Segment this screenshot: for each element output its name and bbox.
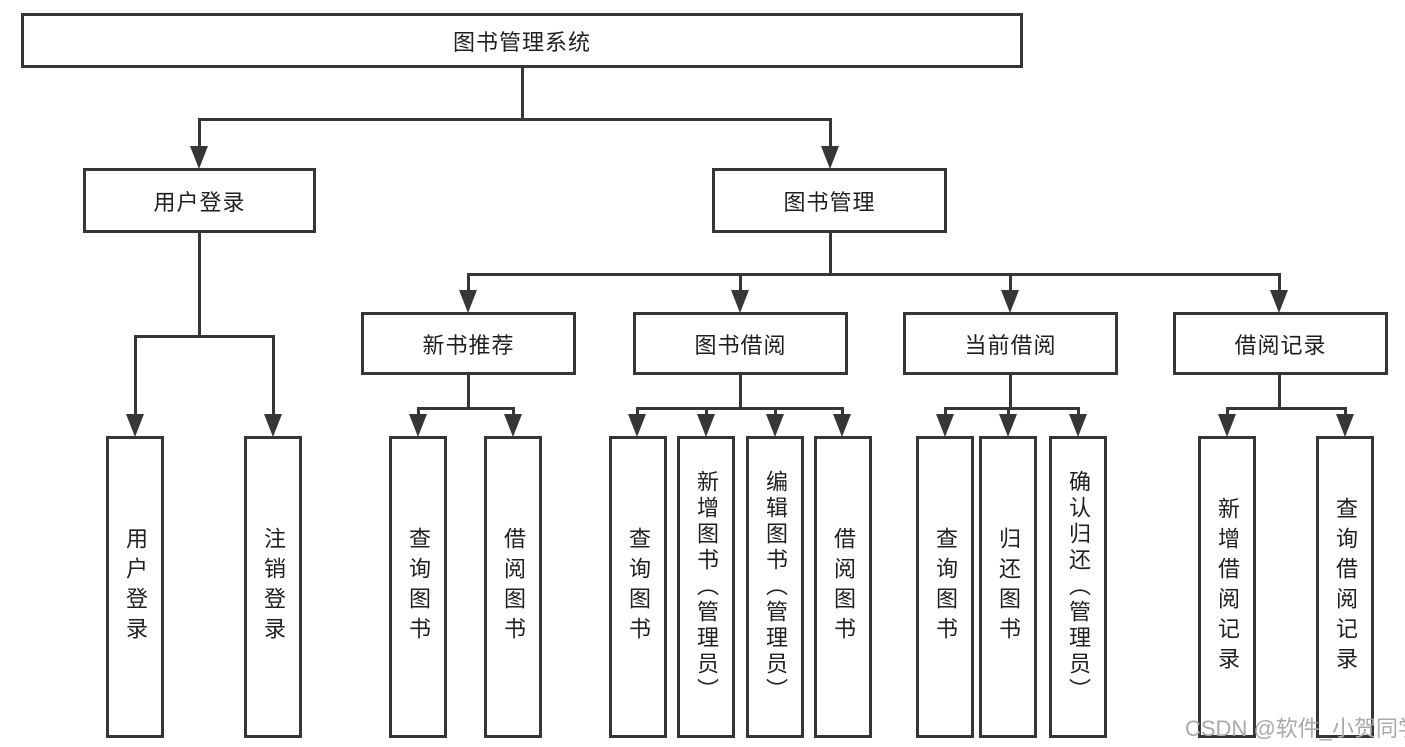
connector-book-mgmt-stem <box>829 118 832 150</box>
node-root: 图书管理系统 <box>21 13 1023 68</box>
connector-br-stem <box>1278 273 1281 292</box>
connector-br-stub <box>1278 375 1281 407</box>
arrow-current-borrow <box>1001 290 1019 313</box>
node-cb-confirm-return: 确认归还（管理员） <box>1049 436 1107 738</box>
connector-nbr-borrow-stem <box>512 407 515 416</box>
node-current-borrow-label: 当前借阅 <box>964 332 1057 358</box>
connector-bb-bus <box>636 407 844 410</box>
node-leaf-logout: 注销登录 <box>244 436 302 738</box>
arrow-cb-confirm <box>1069 414 1087 437</box>
arrow-bb-query <box>628 414 646 437</box>
connector-cb-return-stem <box>1007 407 1010 416</box>
connector-br-query-stem <box>1344 407 1347 416</box>
arrow-new-book-recommend <box>459 290 477 313</box>
arrow-br-query <box>1336 414 1354 437</box>
arrow-nbr-query <box>409 414 427 437</box>
connector-leaf-login-stem <box>134 335 137 416</box>
node-cb-query-books: 查询图书 <box>916 436 974 738</box>
arrow-bb-add <box>697 414 715 437</box>
arrow-user-login <box>190 146 208 169</box>
arrow-nbr-borrow <box>504 414 522 437</box>
node-book-borrow: 图书借阅 <box>633 312 848 375</box>
connector-bb-query-stem <box>636 407 639 416</box>
arrow-cb-query <box>936 414 954 437</box>
connector-user-login-bus <box>134 335 275 338</box>
node-leaf-user-login-label: 用户登录 <box>123 527 148 647</box>
connector-user-login-stub <box>198 233 201 335</box>
node-bb-edit-books-label: 编辑图书（管理员） <box>763 470 788 704</box>
arrow-leaf-logout <box>264 414 282 437</box>
node-nbr-borrow-books-label: 借阅图书 <box>501 527 526 647</box>
arrow-bb-edit <box>766 414 784 437</box>
node-borrow-records-label: 借阅记录 <box>1234 332 1327 358</box>
node-root-label: 图书管理系统 <box>452 29 591 55</box>
node-book-borrow-label: 图书借阅 <box>694 332 787 358</box>
csdn-watermark: CSDN @软件_小贺同学 <box>1185 716 1405 741</box>
arrow-borrow-records <box>1270 290 1288 313</box>
arrow-cb-return <box>999 414 1017 437</box>
node-current-borrow: 当前借阅 <box>903 312 1118 375</box>
connector-bb-borrow-stem <box>841 407 844 416</box>
connector-br-add-stem <box>1226 407 1229 416</box>
node-leaf-logout-label: 注销登录 <box>261 527 286 647</box>
node-bb-edit-books: 编辑图书（管理员） <box>746 436 804 738</box>
connector-leaf-logout-stem <box>272 335 275 416</box>
connector-br-bus <box>1226 407 1347 410</box>
arrow-br-add <box>1218 414 1236 437</box>
connector-bb-add-stem <box>705 407 708 416</box>
connector-cb-stub <box>1009 375 1012 407</box>
node-bb-borrow-books-label: 借阅图书 <box>831 527 856 647</box>
node-cb-confirm-return-label: 确认归还（管理员） <box>1066 470 1091 704</box>
connector-cb-query-stem <box>944 407 947 416</box>
connector-nbr-stem <box>467 273 470 292</box>
node-borrow-records: 借阅记录 <box>1173 312 1388 375</box>
connector-cb-stem <box>1009 273 1012 292</box>
node-nbr-borrow-books: 借阅图书 <box>484 436 542 738</box>
arrow-bb-borrow <box>833 414 851 437</box>
node-nbr-query-books: 查询图书 <box>389 436 447 738</box>
node-cb-return-books-label: 归还图书 <box>996 527 1021 647</box>
connector-book-mgmt-stub <box>829 233 832 273</box>
connector-user-login-stem <box>198 118 201 150</box>
node-br-query-record-label: 查询借阅记录 <box>1333 497 1358 677</box>
node-bb-add-books: 新增图书（管理员） <box>677 436 735 738</box>
arrow-book-borrow <box>731 290 749 313</box>
node-bb-borrow-books: 借阅图书 <box>814 436 872 738</box>
node-br-add-record-label: 新增借阅记录 <box>1215 497 1240 677</box>
connector-bb-stem <box>739 273 742 292</box>
node-cb-query-books-label: 查询图书 <box>933 527 958 647</box>
node-user-login-label: 用户登录 <box>153 189 246 215</box>
node-br-query-record: 查询借阅记录 <box>1316 436 1374 738</box>
connector-book-mgmt-bus <box>467 273 1281 276</box>
connector-bb-stub <box>739 375 742 407</box>
node-cb-return-books: 归还图书 <box>979 436 1037 738</box>
arrow-leaf-login <box>126 414 144 437</box>
node-book-management: 图书管理 <box>712 168 947 233</box>
connector-root-bus <box>198 118 832 121</box>
node-new-book-recommend: 新书推荐 <box>361 312 576 375</box>
connector-nbr-stub <box>467 375 470 407</box>
node-leaf-user-login: 用户登录 <box>106 436 164 738</box>
node-bb-add-books-label: 新增图书（管理员） <box>694 470 719 704</box>
node-user-login: 用户登录 <box>83 168 316 233</box>
node-br-add-record: 新增借阅记录 <box>1198 436 1256 738</box>
connector-bb-edit-stem <box>774 407 777 416</box>
connector-nbr-bus <box>417 407 515 410</box>
node-bb-query-books-label: 查询图书 <box>626 527 651 647</box>
connector-cb-bus <box>944 407 1080 410</box>
node-book-management-label: 图书管理 <box>783 189 876 215</box>
node-bb-query-books: 查询图书 <box>609 436 667 738</box>
arrow-book-mgmt <box>821 146 839 169</box>
connector-nbr-query-stem <box>417 407 420 416</box>
connector-root-stub <box>521 68 524 118</box>
node-nbr-query-books-label: 查询图书 <box>406 527 431 647</box>
node-new-book-recommend-label: 新书推荐 <box>422 332 515 358</box>
connector-cb-confirm-stem <box>1077 407 1080 416</box>
